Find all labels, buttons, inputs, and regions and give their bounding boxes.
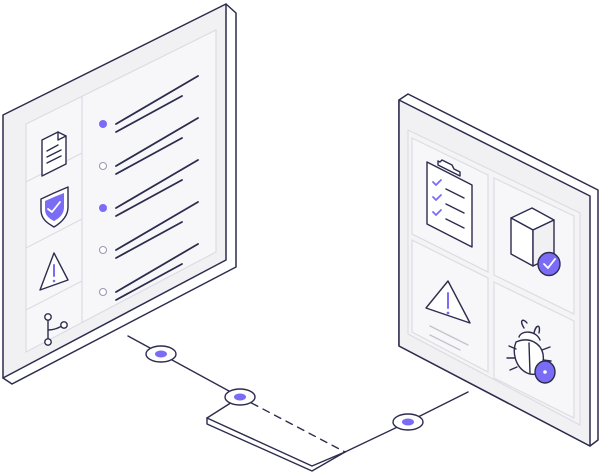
shield-check-icon — [40, 186, 69, 228]
list-item — [98, 201, 199, 259]
bug-icon — [506, 319, 556, 384]
list-item — [98, 243, 199, 301]
list-item — [99, 75, 199, 133]
branch-icon — [44, 313, 68, 346]
warning-icon — [39, 252, 69, 291]
warning-note-icon — [425, 280, 471, 351]
checklist-clipboard-icon — [426, 159, 473, 248]
right-connector-node — [392, 413, 424, 431]
list-item — [98, 117, 199, 175]
package-verified-icon — [510, 207, 561, 277]
left-connector-node — [145, 345, 177, 363]
middle-connector-node — [224, 388, 256, 406]
list-item — [99, 159, 199, 217]
document-icon — [41, 131, 67, 177]
